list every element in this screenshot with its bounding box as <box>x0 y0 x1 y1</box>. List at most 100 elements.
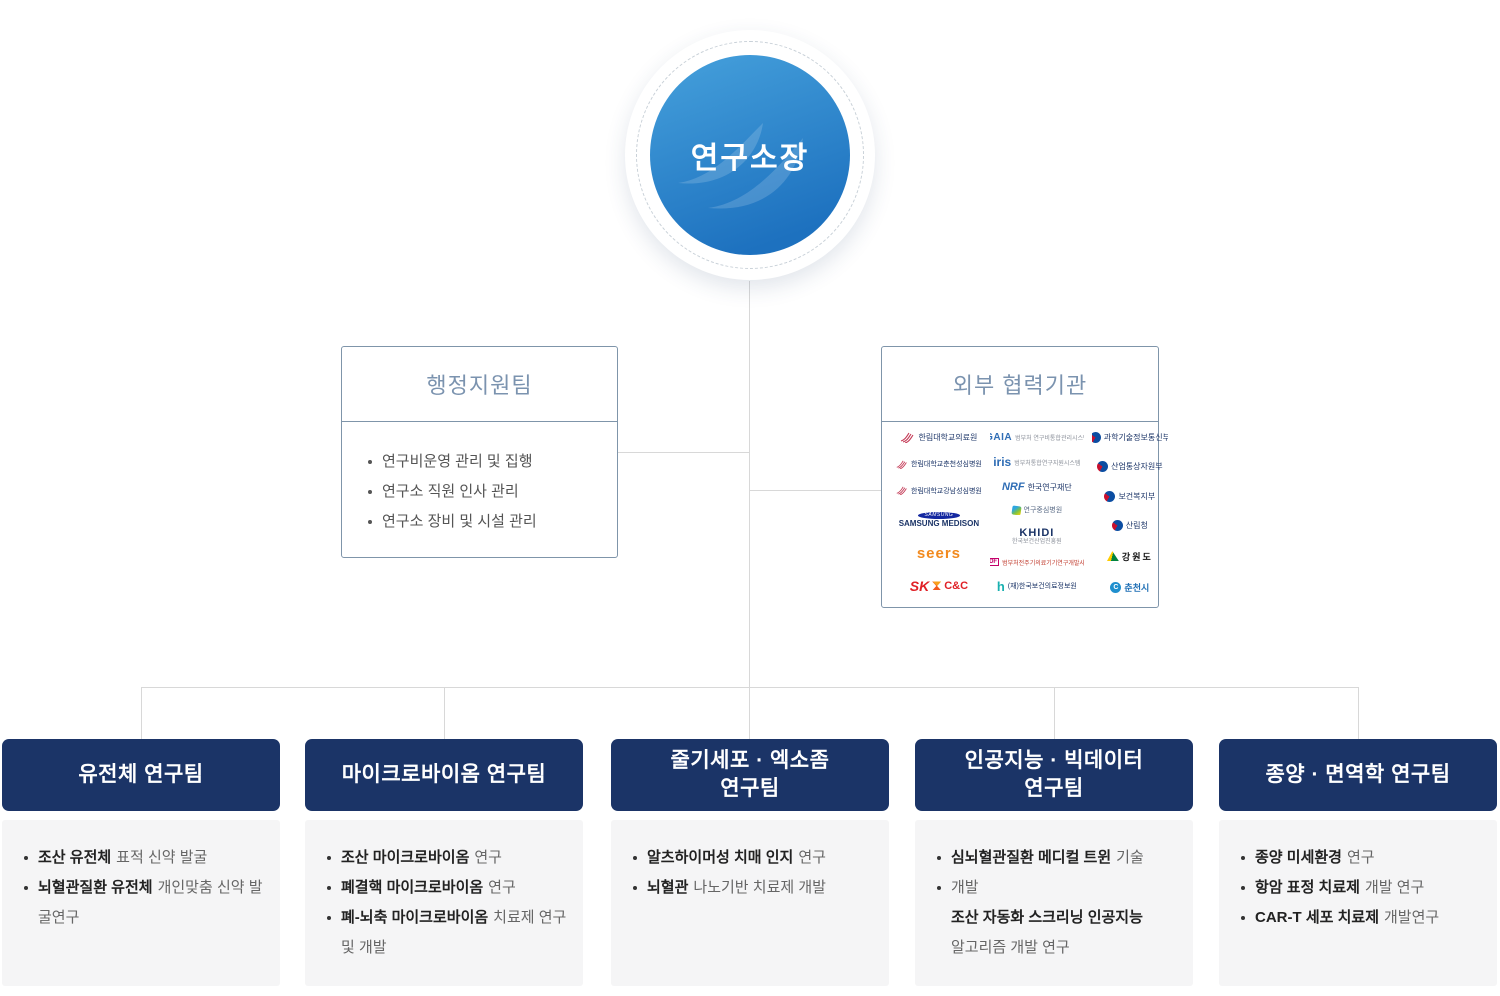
motie-logo: 산업통상자원부 <box>1092 461 1168 473</box>
iris-wordmark: iris <box>993 455 1012 470</box>
hallym-swoosh-icon <box>901 432 914 443</box>
director-circle: 연구소장 <box>650 55 850 255</box>
hallym-swoosh-icon <box>896 460 907 469</box>
list-item-text: 연구소 직원 인사 관리 <box>382 483 519 500</box>
partners-title: 외부 협력기관 <box>882 347 1158 422</box>
item-bold: 조산 자동화 스크리닝 인공지능 <box>951 909 1143 926</box>
item-rest: 나노기반 치료제 개발 <box>693 879 826 896</box>
item-rest: 개발연구 <box>1384 909 1440 926</box>
connector-drop-1 <box>141 687 142 739</box>
chuncheon-c-icon: C <box>1110 581 1122 593</box>
item-bold: 조산 마이크로바이옴 <box>341 849 470 866</box>
partner-label: 강원도 <box>1121 551 1153 562</box>
connector-admin-stub <box>618 452 750 453</box>
item-bold: 조산 유전체 <box>38 849 112 866</box>
connector-drop-4 <box>1054 687 1055 739</box>
partner-label: 춘천시 <box>1124 582 1150 593</box>
iris-logo: iris 범부처통합연구지원시스템 <box>990 455 1084 469</box>
partner-column-3: 과학기술정보통신부 산업통상자원부 보건복지부 산림청 강원도 <box>1091 432 1168 602</box>
mohw-logo: 보건복지부 <box>1092 490 1168 502</box>
bullet-dot-icon <box>24 886 28 890</box>
team-title: 종양 · 면역학 연구팀 <box>1265 763 1451 786</box>
hallym-swoosh-icon <box>896 486 907 496</box>
director-node: 연구소장 <box>625 30 875 280</box>
partner-label: 범부처통합연구지원시스템 <box>1014 460 1081 467</box>
partner-label: 한국보건산업진흥원 <box>1012 539 1062 546</box>
gov-taegeuk-icon <box>1111 520 1123 532</box>
partner-label: SAMSUNG MEDISON <box>898 519 980 529</box>
director-title: 연구소장 <box>690 142 810 175</box>
item-bold: 알츠하이머성 치매 인지 <box>647 849 794 866</box>
research-driven-hospital-logo: 연구중심병원 <box>990 505 1084 516</box>
team-header: 종양 · 면역학 연구팀 <box>1219 739 1497 811</box>
gangwon-province-logo: 강원도 <box>1092 550 1168 563</box>
admin-team-title: 행정지원팀 <box>342 347 617 422</box>
bullet-dot-icon <box>368 490 372 494</box>
connector-drop-5 <box>1358 687 1359 739</box>
research-hospital-icon <box>1010 505 1022 516</box>
bullet-dot-icon <box>24 856 28 860</box>
chuncheon-city-logo: C 춘천시 <box>1092 581 1168 594</box>
sk-wordmark: SK <box>909 577 930 594</box>
item-rest: 알고리즘 개발 연구 <box>951 939 1070 956</box>
bullet-dot-icon <box>327 916 331 920</box>
admin-team-list: 연구비운영 관리 및 집행 연구소 직원 인사 관리 연구소 장비 및 시설 관… <box>342 422 617 537</box>
connector-trunk <box>749 281 750 688</box>
item-bold: 항암 표정 치료제 <box>1255 879 1360 896</box>
seers-logo: seers <box>896 545 982 562</box>
samsung-oval-icon: SAMSUNG <box>917 512 961 520</box>
hallym-gangnam-hospital-logo: 한림대학교강남성심병원 <box>896 486 982 496</box>
item-rest: 개발 <box>951 879 979 896</box>
item-bold: 폐-뇌축 마이크로바이옴 <box>341 909 489 926</box>
team-title: 유전체 연구팀 <box>78 763 204 786</box>
bullet-dot-icon <box>1241 856 1245 860</box>
connector-drop-2 <box>444 687 445 739</box>
partner-label: 범부처전주기의료기기연구개발사업단 <box>1002 560 1084 567</box>
item-bold: 종양 미세환경 <box>1255 849 1342 866</box>
connector-partners-stub <box>750 490 881 491</box>
partner-label: 과학기술정보통신부 <box>1103 433 1168 442</box>
msit-logo: 과학기술정보통신부 <box>1091 432 1168 443</box>
wave-watermark-icon <box>678 123 803 209</box>
partner-label: 한국연구재단 <box>1027 482 1072 492</box>
team-title-line2: 연구팀 <box>720 777 780 800</box>
kmdf-logo: KMDF 범부처전주기의료기기연구개발사업단 <box>989 558 1084 567</box>
list-item: 연구소 직원 인사 관리 <box>366 477 599 507</box>
team-header: 줄기세포 · 엑소좀 연구팀 <box>611 739 889 811</box>
partner-label: 산업통상자원부 <box>1111 462 1163 472</box>
item-rest: 치료제 연구및 개발 <box>341 909 567 956</box>
gaia-wordmark: GAIA <box>990 432 1013 443</box>
list-item-text: 연구소 장비 및 시설 관리 <box>382 513 537 530</box>
bullet-dot-icon <box>327 856 331 860</box>
bullet-dot-icon <box>1241 886 1245 890</box>
partner-column-2: GAIA 범부처 연구비통합관리시스템 iris 범부처통합연구지원시스템 NR… <box>989 432 1084 602</box>
item-bold: 뇌혈관질환 유전체 <box>38 879 153 896</box>
partner-label: 연구중심병원 <box>1023 507 1063 515</box>
list-item-text: 연구비운영 관리 및 집행 <box>382 453 533 470</box>
team-title: 인공지능 · 빅데이터 <box>964 749 1144 772</box>
bullet-dot-icon <box>937 856 941 860</box>
samsung-medison-logo: SAMSUNG SAMSUNG MEDISON <box>896 512 982 528</box>
partner-label: 보건복지부 <box>1118 491 1156 501</box>
nrf-wordmark: NRF <box>1001 481 1025 494</box>
connector-drop-3 <box>749 687 750 739</box>
partner-label: (재)한국보건의료정보원 <box>1007 583 1077 591</box>
bullet-dot-icon <box>633 886 637 890</box>
team-title: 줄기세포 · 엑소좀 <box>670 749 830 772</box>
partner-column-1: 한림대학교의료원 한림대학교춘천성심병원 한림대학교강남성심병원 SAMSUNG… <box>896 432 982 602</box>
gov-taegeuk-icon <box>1091 432 1101 443</box>
gangwon-mountain-icon <box>1106 551 1119 562</box>
list-item: 연구소 장비 및 시설 관리 <box>366 507 599 537</box>
item-rest: 연구 <box>798 849 826 866</box>
